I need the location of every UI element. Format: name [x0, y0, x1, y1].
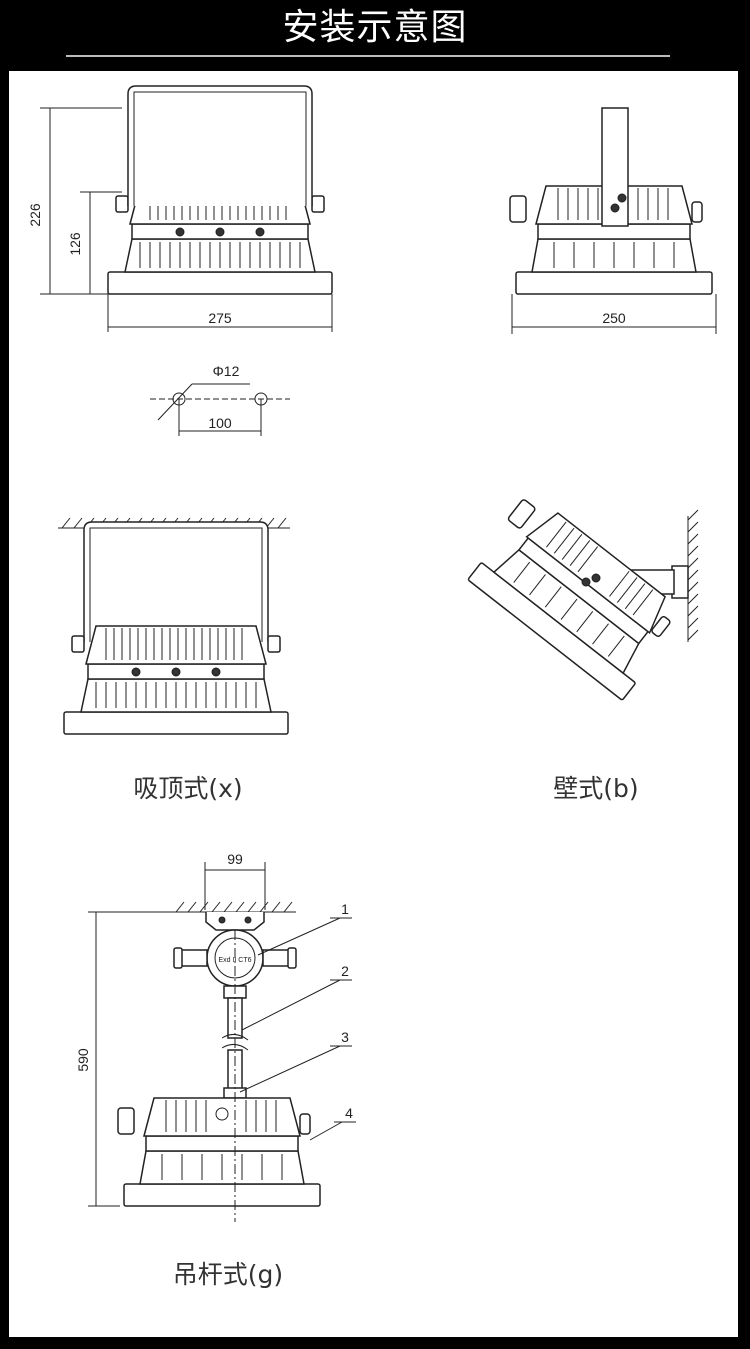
dim-hole-spacing: 100 [208, 415, 232, 431]
side-view [509, 107, 713, 295]
dim-height-body: 126 [67, 232, 83, 256]
dim-hole-diameter: Φ12 [213, 363, 240, 379]
pendant-callouts: 1 2 3 4 [341, 901, 353, 1121]
callout-4: 4 [345, 1105, 353, 1121]
dim-width-side: 250 [602, 310, 626, 326]
wall-mount-view [462, 490, 699, 702]
dim-height-total: 226 [27, 203, 43, 227]
ceiling-mount-view [58, 517, 290, 735]
caption-ceiling-mount: 吸顶式(x) [133, 774, 242, 803]
callout-2: 2 [341, 963, 349, 979]
callout-1: 1 [341, 901, 349, 917]
callout-3: 3 [341, 1029, 349, 1045]
caption-wall-mount: 壁式(b) [553, 774, 638, 803]
pendant-mount-view: Exd II CT6 [117, 901, 356, 1222]
mounting-hole-detail: Φ12 100 [150, 363, 290, 436]
dim-pendant-height: 590 [75, 1048, 91, 1072]
front-view [107, 85, 333, 295]
dim-width-front: 275 [208, 310, 232, 326]
caption-pendant-mount: 吊杆式(g) [173, 1260, 283, 1289]
side-view-dimensions: 250 [511, 294, 717, 334]
page-title: 安装示意图 [282, 6, 468, 47]
junction-box-label: Exd II CT6 [218, 957, 251, 964]
title-underline [66, 55, 670, 57]
pendant-dimensions: 99 590 [75, 851, 266, 1207]
front-view-dimensions: 226 126 275 [27, 107, 333, 332]
dim-pendant-width: 99 [227, 851, 243, 867]
